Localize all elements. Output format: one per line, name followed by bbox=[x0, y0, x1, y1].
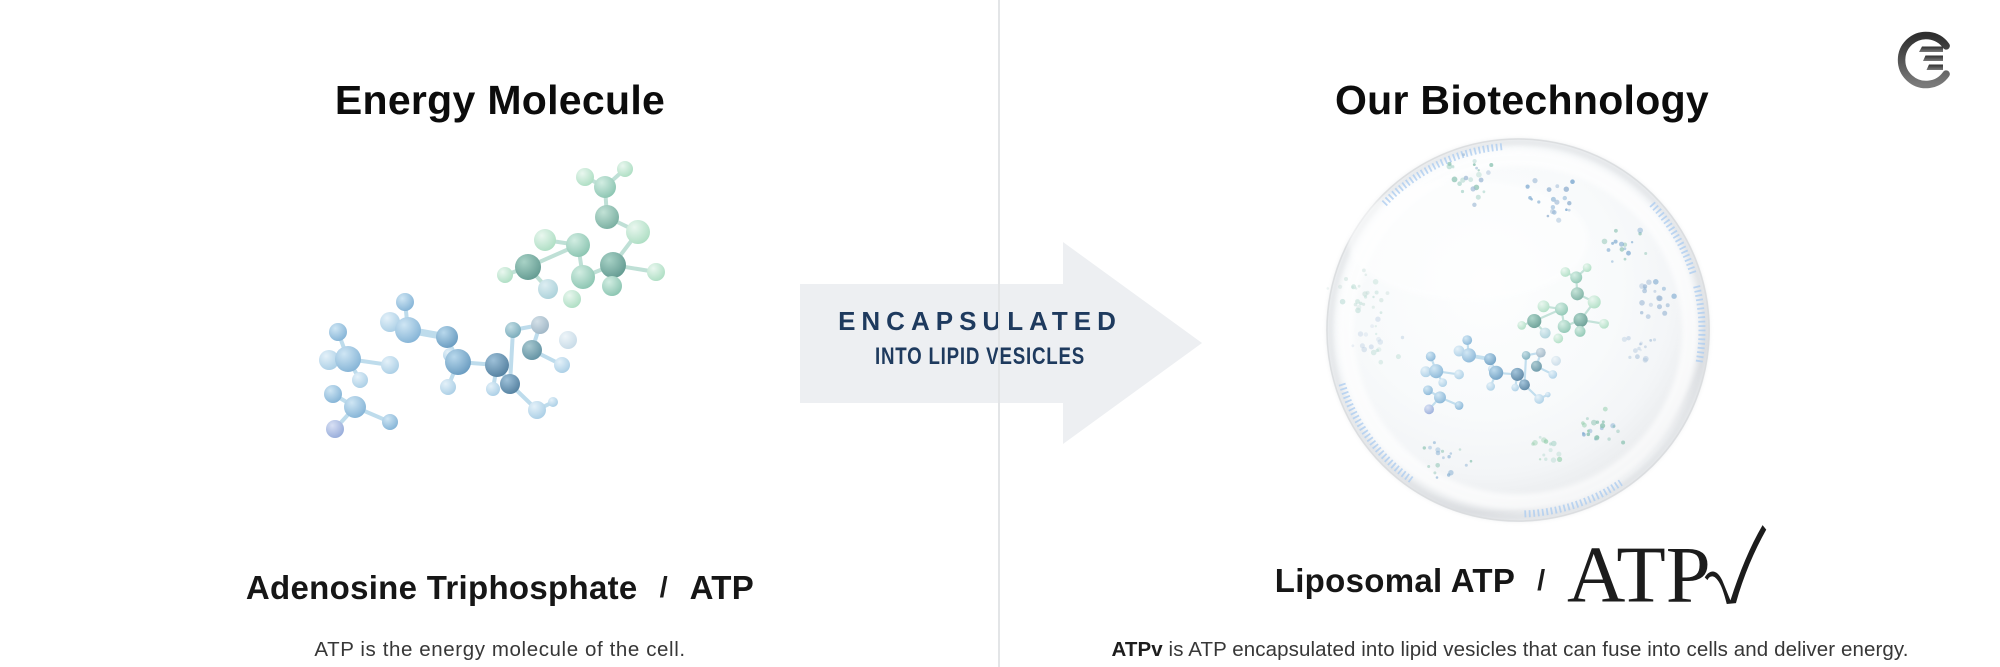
left-caption: ATP is the energy molecule of the cell. bbox=[314, 637, 686, 661]
left-name-primary: Adenosine Triphosphate bbox=[245, 569, 638, 606]
right-caption-rest: is ATP encapsulated into lipid vesicles … bbox=[1162, 637, 1909, 661]
encapsulation-arrow-caption: ENCAPSULATED INTO LIPID VESICLES bbox=[830, 306, 1130, 371]
atpv-logo-checkmark-icon bbox=[1704, 525, 1767, 605]
left-name-lockup: Adenosine Triphosphate / ATP bbox=[0, 560, 1000, 606]
right-caption: ATPv is ATP encapsulated into lipid vesi… bbox=[1010, 638, 2000, 662]
g-stripes-logo-icon bbox=[1897, 31, 1950, 89]
left-name-abbrev: ATP bbox=[689, 569, 755, 606]
arrow-caption-line2: INTO LIPID VESICLES bbox=[874, 343, 1086, 370]
left-name-separator: / bbox=[659, 572, 668, 604]
right-name-separator: / bbox=[1537, 565, 1546, 597]
right-panel-title: Our Biotechnology bbox=[1334, 77, 1710, 124]
atpv-brand-logo: ATP bbox=[1567, 525, 1767, 606]
right-name-lockup: Liposomal ATP / ATP bbox=[1022, 510, 2000, 606]
left-panel-title: Energy Molecule bbox=[334, 77, 666, 124]
atp-molecule-illustration bbox=[319, 161, 665, 438]
atpv-logo-text: ATP bbox=[1567, 530, 1711, 606]
right-name-primary: Liposomal ATP bbox=[1274, 562, 1516, 599]
encapsulation-arrow bbox=[800, 242, 1202, 444]
arrow-caption-line1: ENCAPSULATED bbox=[838, 306, 1122, 336]
lipid-vesicle-bubble-illustration bbox=[1326, 138, 1710, 522]
right-caption-bold: ATPv bbox=[1111, 637, 1163, 661]
panel-divider bbox=[998, 0, 1000, 667]
